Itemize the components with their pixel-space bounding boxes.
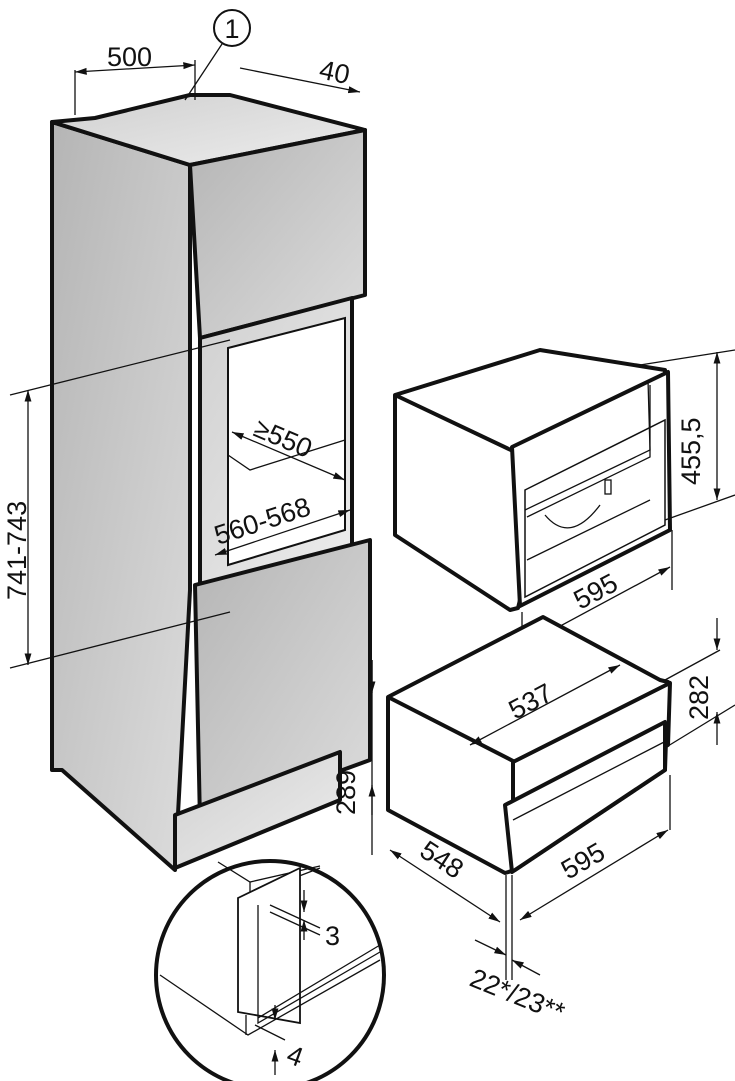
dim-289: 289 [331,770,361,815]
dim-595-drawer: 595 [556,837,610,886]
coffee-machine [393,348,672,612]
lower-door [193,538,372,824]
cabinet-side [50,120,192,872]
dim-500: 500 [107,42,152,72]
dim-282: 282 [684,675,714,720]
dim-3: 3 [325,921,340,951]
dim-40: 40 [317,55,353,91]
dim-741-743: 741-743 [2,501,32,600]
upper-door [188,128,367,340]
tall-cabinet [50,93,372,872]
callout-1: 1 [184,9,251,101]
dim-455-5: 455,5 [676,417,706,485]
callout-number: 1 [224,14,239,44]
plinth [173,750,342,870]
detail-magnifier: 3 4 [154,859,386,1081]
dim-22-23: 22*/23** [466,963,570,1028]
